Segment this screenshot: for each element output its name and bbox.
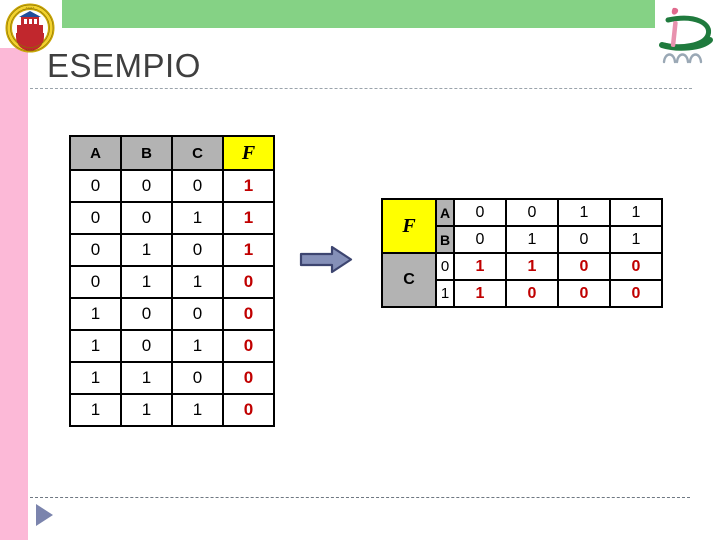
kmap-b-bit: 0 [453,225,507,254]
kmap-cell: 0 [557,252,611,281]
table-row: 0 0 1 1 [69,201,275,235]
table-row: 1 1 0 0 [69,361,275,395]
cell-a: 1 [69,297,122,331]
cell-c: 1 [171,329,224,363]
table-row: 0 1 0 1 [69,233,275,267]
cell-a: 0 [69,233,122,267]
karnaugh-map: F A 0 0 1 1 B 0 1 0 1 C 0 1 1 0 0 [381,198,663,308]
cell-a: 0 [69,265,122,299]
kmap-var-c-label: C [381,252,437,308]
kmap-b-bit: 0 [557,225,611,254]
kmap-cell: 1 [505,252,559,281]
cell-f: 0 [222,265,275,299]
kmap-cell: 0 [609,279,663,308]
right-arrow-icon [299,245,353,277]
table-row: 0 0 0 1 [69,169,275,203]
cell-a: 1 [69,329,122,363]
cell-a: 0 [69,201,122,235]
cell-c: 1 [171,201,224,235]
cell-b: 1 [120,265,173,299]
svg-text:• • • • •: • • • • • [26,48,34,52]
cell-a: 1 [69,361,122,395]
kmap-row-c0: C 0 1 1 0 0 [381,252,663,308]
cell-a: 0 [69,169,122,203]
kmap-var-a-label: A [435,198,455,227]
title-divider [30,88,692,89]
kmap-cell: 0 [505,279,559,308]
kmap-row-c1: 1 1 0 0 0 [382,279,663,308]
cell-c: 1 [171,265,224,299]
kmap-c-bit: 1 [435,279,455,308]
page-title: ESEMPIO [47,47,201,84]
truth-table: A B C F 0 0 0 1 0 0 1 1 0 1 0 1 [69,135,275,427]
cell-b: 0 [120,201,173,235]
kmap-b-bit: 1 [609,225,663,254]
university-seal-icon: • • • • • • • • • • [5,3,55,53]
column-header-b: B [120,135,173,171]
cell-c: 0 [171,233,224,267]
cell-b: 0 [120,329,173,363]
cell-f: 0 [222,297,275,331]
institute-logo-icon [652,4,718,66]
cell-f: 1 [222,201,275,235]
table-row: 1 0 0 0 [69,297,275,331]
pink-sidebar-stripe [0,48,28,540]
kmap-cell: 0 [609,252,663,281]
kmap-row-a: F A 0 0 1 1 [381,198,663,254]
cell-b: 1 [120,233,173,267]
cell-a: 1 [69,393,122,427]
cell-f: 1 [222,233,275,267]
cell-c: 0 [171,169,224,203]
footer-divider [30,497,690,498]
cell-b: 1 [120,393,173,427]
kmap-a-bit: 0 [505,198,559,227]
kmap-output-label: F [381,198,437,254]
play-triangle-icon [36,504,53,526]
kmap-a-bit: 0 [453,198,507,227]
cell-f: 1 [222,169,275,203]
table-row: 1 1 1 0 [69,393,275,427]
table-header-row: A B C F [69,135,275,171]
kmap-c-bit: 0 [435,252,455,281]
cell-f: 0 [222,361,275,395]
cell-c: 0 [171,297,224,331]
kmap-a-bit: 1 [557,198,611,227]
column-header-f: F [222,135,275,171]
svg-text:• • • • •: • • • • • [26,6,34,10]
table-row: 1 0 1 0 [69,329,275,363]
kmap-a-bit: 1 [609,198,663,227]
table-row: 0 1 1 0 [69,265,275,299]
cell-b: 0 [120,169,173,203]
cell-f: 0 [222,329,275,363]
green-banner [62,0,655,28]
column-header-c: C [171,135,224,171]
cell-c: 1 [171,393,224,427]
cell-b: 1 [120,361,173,395]
kmap-var-b-label: B [435,225,455,254]
kmap-b-bit: 1 [505,225,559,254]
cell-c: 0 [171,361,224,395]
cell-b: 0 [120,297,173,331]
kmap-row-b: B 0 1 0 1 [382,225,663,254]
cell-f: 0 [222,393,275,427]
kmap-cell: 1 [453,252,507,281]
column-header-a: A [69,135,122,171]
kmap-cell: 0 [557,279,611,308]
kmap-cell: 1 [453,279,507,308]
